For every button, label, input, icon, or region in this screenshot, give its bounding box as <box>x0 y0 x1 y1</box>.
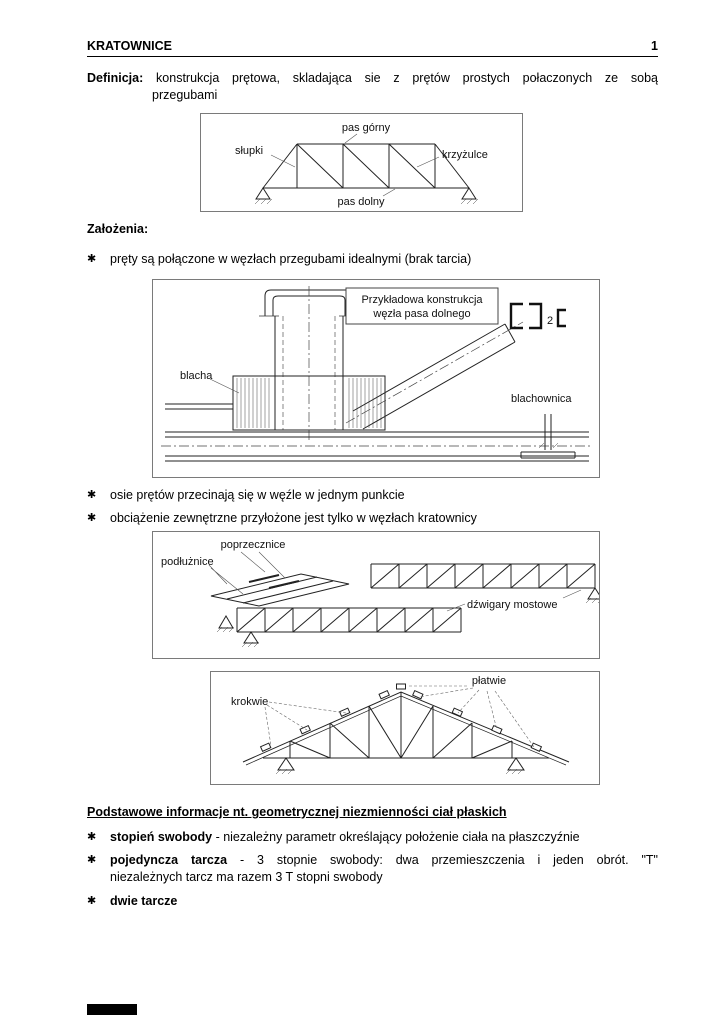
bullet-item-stopien-swobody: ✱ stopień swobody - niezależny parametr … <box>87 830 580 844</box>
label-blacha: blacha <box>180 370 213 382</box>
bullet-asterisk-icon: ✱ <box>87 895 97 907</box>
page-header: KRATOWNICE 1 <box>87 38 658 55</box>
label-platwie: płatwie <box>472 675 506 687</box>
label-podluznice: podłużnice <box>161 556 214 568</box>
figure-node-construction: Przykładowa konstrukcja węzła pasa dolne… <box>152 279 600 478</box>
label-poprzecznice: poprzecznice <box>221 539 286 551</box>
label-krokwie: krokwie <box>231 696 268 708</box>
label-dzwigary-mostowe: dźwigary mostowe <box>467 599 557 611</box>
figure-truss-terminology: pas górny słupki krzyżulce pas dolny <box>200 113 523 212</box>
label-blachownica: blachownica <box>511 393 572 405</box>
bullet-asterisk-icon: ✱ <box>87 854 97 866</box>
profile-count: 2 <box>547 315 553 327</box>
node-construction-drawing: Przykładowa konstrukcja węzła pasa dolne… <box>161 286 593 462</box>
footer-mark <box>87 1004 137 1015</box>
bullet-item-3: ✱ obciążenie zewnętrzne przyłożone jest … <box>87 511 477 525</box>
truss-terminology-drawing: pas górny słupki krzyżulce pas dolny <box>235 122 488 208</box>
label-slupki: słupki <box>235 145 263 157</box>
definition-line1: Definicja: konstrukcja prętowa, skladają… <box>87 71 658 85</box>
caption-line1: Przykładowa konstrukcja <box>361 294 483 306</box>
label-pas-gorny: pas górny <box>342 122 391 134</box>
bullet-asterisk-icon: ✱ <box>87 831 97 843</box>
label-krzyzulce: krzyżulce <box>442 149 488 161</box>
assumptions-heading: Założenia: <box>87 222 149 236</box>
page-number: 1 <box>651 39 658 53</box>
bullet-item-pojedyncza-tarcza: ✱ pojedyncza tarcza - 3 stopnie swobody:… <box>87 853 658 884</box>
roof-truss-drawing: płatwie krokwie <box>231 675 570 775</box>
bridge-girders-drawing: poprzecznice podłużnice dźwigary mostowe <box>161 539 599 648</box>
figure-bridge-girders: poprzecznice podłużnice dźwigary mostowe <box>152 531 600 659</box>
definition-paragraph: Definicja: konstrukcja prętowa, skladają… <box>87 70 658 104</box>
caption-box <box>345 287 499 325</box>
figure-roof-truss: płatwie krokwie <box>210 671 600 785</box>
section2-heading: Podstawowe informacje nt. geometrycznej … <box>87 805 507 819</box>
header-rule <box>87 56 658 57</box>
definition-label: Definicja: <box>87 71 144 85</box>
bullet-item-dwie-tarcze: ✱ dwie tarcze <box>87 894 178 908</box>
label-pas-dolny: pas dolny <box>337 196 385 208</box>
caption-line2: węzła pasa dolnego <box>372 308 470 320</box>
bullet-asterisk-icon: ✱ <box>87 512 97 524</box>
bullet-asterisk-icon: ✱ <box>87 253 97 265</box>
definition-line2: przegubami <box>152 88 218 102</box>
bullet-item-2: ✱ osie prętów przecinają się w węźle w j… <box>87 488 405 502</box>
page-title: KRATOWNICE <box>87 39 172 53</box>
bullet-asterisk-icon: ✱ <box>87 489 97 501</box>
bullet-item-1: ✱ pręty są połączone w węzłach przegubam… <box>87 252 472 266</box>
